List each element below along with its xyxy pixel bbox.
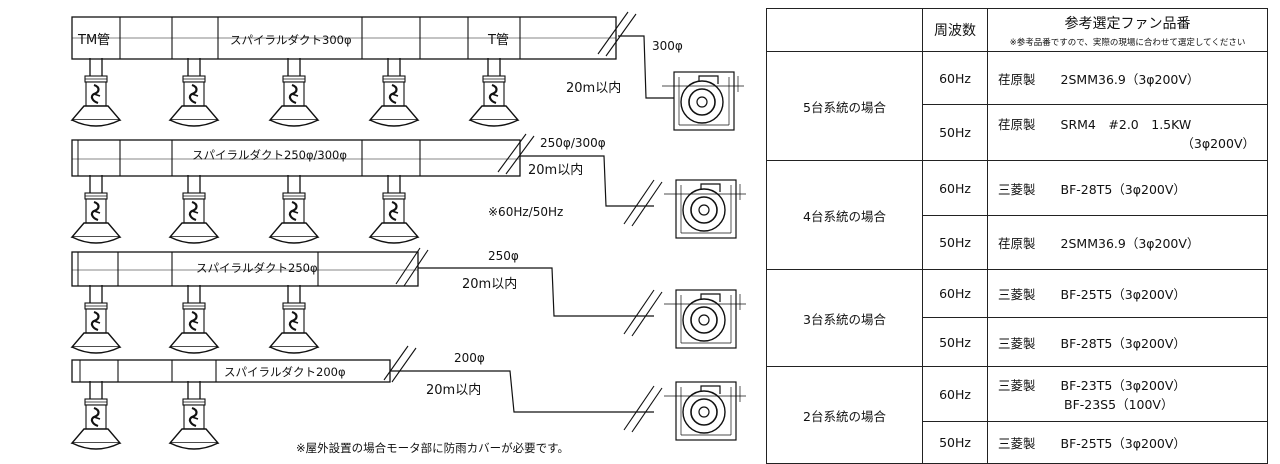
fan-header-title: 参考選定ファン品番 — [1064, 16, 1191, 32]
distance-label-4: 20m以内 — [528, 162, 583, 178]
fan-model-cell: 荏原製 SRM4 #2.0 1.5KW （3φ200V） — [987, 104, 1268, 161]
duct-label-2: スパイラルダクト200φ — [224, 365, 346, 379]
table-row: 50Hz 三菱製 BF-25T5（3φ200V） — [767, 421, 1268, 464]
system-cell: 2台系統の場合 — [766, 366, 923, 464]
diameter-label-4: 250φ/300φ — [540, 136, 606, 150]
table-row: 50Hz 三菱製 BF-28T5（3φ200V） — [767, 317, 1268, 367]
maker: 三菱製 — [998, 181, 1036, 197]
distance-label-2: 20m以内 — [426, 382, 481, 398]
fan-selection-table: 周波数 参考選定ファン品番 ※参考品番ですので、実際の現場に合わせて選定してくだ… — [766, 8, 1268, 464]
maker: 荏原製 — [998, 236, 1036, 251]
frequency-cell: 50Hz — [922, 104, 988, 161]
maker: 三菱製 — [998, 436, 1036, 451]
model: SRM4 #2.0 1.5KW — [1060, 116, 1192, 132]
table-header-frequency: 周波数 — [922, 8, 988, 52]
system-cell: 3台系統の場合 — [766, 269, 923, 367]
frequency-cell: 60Hz — [922, 160, 988, 216]
diameter-label-2: 200φ — [454, 351, 485, 365]
diameter-label-5: 300φ — [652, 39, 683, 53]
diameter-label-3: 250φ — [488, 249, 519, 263]
table-row: 2台系統の場合 60Hz 三菱製 BF-23T5（3φ200V） BF-23S5（… — [766, 366, 1268, 464]
frequency-cell: 60Hz — [922, 51, 988, 105]
fan-model-cell: 三菱製 BF-28T5（3φ200V） — [987, 317, 1268, 367]
model: BF-23T5（3φ200V） — [1060, 378, 1186, 393]
frequency-cell: 60Hz — [922, 366, 988, 422]
table-header-fan: 参考選定ファン品番 ※参考品番ですので、実際の現場に合わせて選定してください — [987, 8, 1268, 52]
model: BF-25T5（3φ200V） — [1060, 287, 1186, 302]
layout-4-units: スパイラルダクト250φ/300φ 250φ/300φ 20m以内 ※60Hz/… — [70, 133, 747, 245]
frequency-cell: 50Hz — [922, 215, 988, 270]
duct-layout-diagram: TM管 スパイラルダクト300φ T管 300φ 20m以内 スパイラルダクト2… — [70, 11, 747, 455]
duct-label-5: スパイラルダクト300φ — [230, 33, 352, 47]
outdoor-installation-note: ※屋外設置の場合モータ部に防雨カバーが必要です。 — [296, 441, 569, 455]
system-cell: 4台系統の場合 — [766, 160, 923, 270]
layout-3-units: スパイラルダクト250φ 250φ 20m以内 — [70, 247, 747, 355]
fan-model-cell: 荏原製 2SMM36.9（3φ200V） — [987, 215, 1268, 270]
fan-model-cell: 三菱製 BF-28T5（3φ200V） — [987, 160, 1268, 216]
duct-label-4: スパイラルダクト250φ/300φ — [192, 148, 347, 162]
fan-model-cell: 三菱製 BF-25T5（3φ200V） — [987, 269, 1268, 318]
tm-pipe-label: TM管 — [77, 33, 110, 48]
fan-model-cell: 三菱製 BF-25T5（3φ200V） — [987, 421, 1268, 464]
model: 2SMM36.9（3φ200V） — [1060, 71, 1200, 87]
table-row: 4台系統の場合 60Hz 三菱製 BF-28T5（3φ200V） — [766, 160, 1268, 270]
distance-label-3: 20m以内 — [462, 276, 517, 292]
t-pipe-label: T管 — [487, 33, 509, 48]
model-line-2: BF-23S5（100V） — [1064, 397, 1174, 412]
model: BF-25T5（3φ200V） — [1060, 436, 1186, 451]
layout-2-units: スパイラルダクト200φ 200φ 20m以内 — [70, 345, 747, 451]
model: BF-28T5（3φ200V） — [1060, 181, 1186, 197]
maker: 三菱製 — [998, 378, 1036, 393]
frequency-cell: 50Hz — [922, 317, 988, 367]
table-row: 50Hz 荏原製 SRM4 #2.0 1.5KW （3φ200V） — [767, 104, 1268, 161]
maker: 荏原製 — [998, 116, 1036, 132]
model: 2SMM36.9（3φ200V） — [1060, 236, 1200, 251]
maker: 三菱製 — [998, 335, 1036, 351]
fan-model-cell: 荏原製 2SMM36.9（3φ200V） — [987, 51, 1268, 105]
frequency-note: ※60Hz/50Hz — [488, 205, 563, 219]
layout-5-units: TM管 スパイラルダクト300φ T管 300φ 20m以内 — [70, 11, 745, 131]
table-row: 5台系統の場合 60Hz 荏原製 2SMM36.9（3φ200V） — [766, 51, 1268, 161]
model-line-2: （3φ200V） — [1181, 135, 1255, 151]
fan-header-note: ※参考品番ですので、実際の現場に合わせて選定してください — [1009, 38, 1246, 48]
frequency-cell: 60Hz — [922, 269, 988, 318]
duct-label-3: スパイラルダクト250φ — [196, 261, 318, 275]
frequency-cell: 50Hz — [922, 421, 988, 464]
table-row: 3台系統の場合 60Hz 三菱製 BF-25T5（3φ200V） — [766, 269, 1268, 367]
model: BF-28T5（3φ200V） — [1060, 335, 1186, 351]
maker: 三菱製 — [998, 287, 1036, 302]
fan-model-cell: 三菱製 BF-23T5（3φ200V） BF-23S5（100V） — [987, 366, 1268, 422]
system-cell: 5台系統の場合 — [766, 51, 923, 161]
distance-label-5: 20m以内 — [566, 80, 621, 96]
maker: 荏原製 — [998, 71, 1036, 87]
table-header-blank — [766, 8, 923, 52]
